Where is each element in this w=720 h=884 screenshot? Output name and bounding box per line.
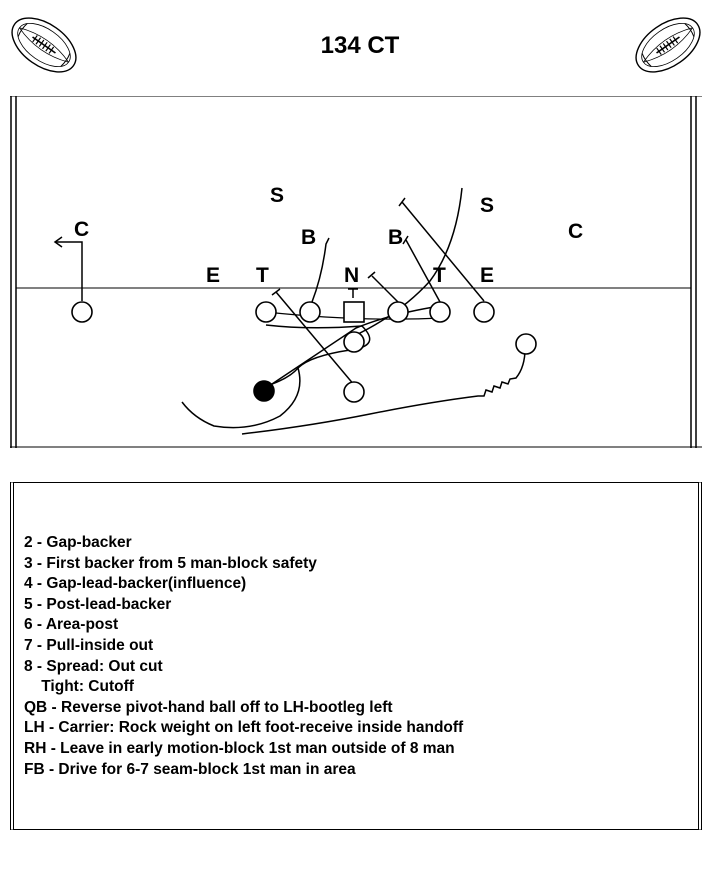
play-title: 134 CT <box>320 32 400 59</box>
player-right-halfback <box>515 333 537 355</box>
assignment-item: 6 - Area-post <box>24 616 119 634</box>
player-split-end <box>71 301 93 323</box>
assignment-item: 2 - Gap-backer <box>24 534 132 551</box>
defender-label: S <box>480 194 494 217</box>
player-quarterback <box>343 331 365 353</box>
motion-line <box>241 343 526 435</box>
player-tight-end <box>473 301 495 323</box>
player-right-tackle <box>429 301 451 323</box>
player-right-guard <box>387 301 409 323</box>
block-line <box>401 201 485 302</box>
assignment-item: RH - Leave in early motion-block 1st man… <box>24 739 455 757</box>
assignment-item: 5 - Post-lead-backer <box>24 595 172 613</box>
defender-label: S <box>270 184 284 207</box>
football-icon <box>635 17 701 73</box>
block-stop <box>398 197 406 207</box>
assignment-item: QB - Reverse pivot-hand ball off to LH-b… <box>24 698 393 716</box>
assignment-item: FB - Drive for 6-7 seam-block 1st man in… <box>24 760 356 778</box>
assignment-item: LH - Carrier: Rock weight on left foot-r… <box>24 719 464 737</box>
player-fullback <box>343 381 365 403</box>
play-notes: 2 - Gap-backer 3 - First backer from 5 m… <box>10 482 702 830</box>
defender-label: E <box>480 264 494 287</box>
block-stop <box>271 288 281 296</box>
player-center <box>343 301 365 323</box>
route-line <box>353 187 463 337</box>
defender-label: B <box>388 226 403 249</box>
assignment-item: 8 - Spread: Out cut <box>24 657 163 675</box>
assignment-item: 7 - Pull-inside out <box>24 636 154 654</box>
defender-label: B <box>301 226 316 249</box>
assignment-item: 4 - Gap-lead-backer(influence) <box>24 575 247 593</box>
route-line <box>181 367 301 429</box>
player-left-halfback-ball-carrier <box>253 380 275 402</box>
route-line <box>56 241 83 301</box>
defender-label: E <box>206 264 220 287</box>
play-diagram: S S C C B B E T N T E <box>10 96 702 448</box>
defender-label: T <box>433 264 446 287</box>
football-icon <box>11 17 77 73</box>
assignment-item: 3 - First backer from 5 man-block safety <box>24 554 317 572</box>
assignment-list: 2 - Gap-backer 3 - First backer from 5 m… <box>14 483 698 780</box>
block-line <box>275 291 356 387</box>
defender-label: C <box>74 218 89 241</box>
assignment-item: Tight: Cutoff <box>24 678 134 696</box>
block-stop <box>367 271 376 279</box>
block-line <box>311 237 330 303</box>
defender-label: C <box>568 220 583 243</box>
block-line <box>371 275 399 303</box>
block-stop <box>402 235 409 245</box>
player-left-tackle <box>255 301 277 323</box>
block-line <box>405 239 441 303</box>
player-left-guard <box>299 301 321 323</box>
defender-label: N <box>344 264 359 287</box>
arrow-head <box>53 236 63 248</box>
defender-label: T <box>256 264 269 287</box>
